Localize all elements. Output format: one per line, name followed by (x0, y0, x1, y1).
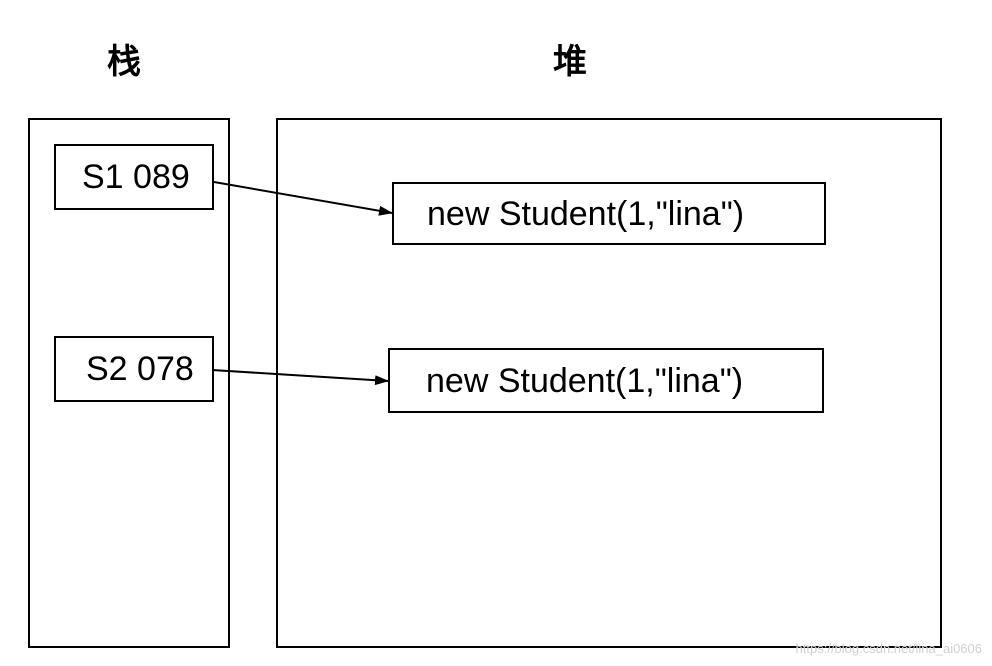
heap-object-2-label: new Student(1,"lina") (426, 361, 744, 400)
heap-object-2: new Student(1,"lina") (388, 348, 824, 413)
heap-object-1-label: new Student(1,"lina") (427, 194, 745, 233)
stack-ref-s1-label: S1 089 (82, 158, 190, 196)
stack-region (28, 118, 230, 648)
watermark: https://blog.csdn.net/lina_ai0606 (795, 641, 982, 656)
stack-title: 栈 (107, 42, 141, 82)
heap-region (276, 118, 942, 648)
stack-ref-s1: S1 089 (54, 144, 214, 210)
stack-ref-s2-label: S2 078 (86, 350, 194, 388)
heap-title: 堆 (553, 42, 587, 82)
heap-object-1: new Student(1,"lina") (392, 182, 826, 245)
stack-ref-s2: S2 078 (54, 336, 214, 402)
